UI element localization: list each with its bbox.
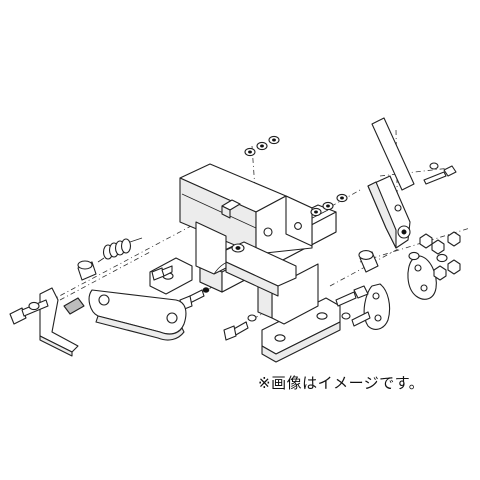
blade-bar [225,241,297,297]
bolt-center-right [335,285,371,327]
bolt-foot-center [223,314,257,341]
bolt-far-left [9,299,49,325]
bolt-body-left [179,287,210,311]
handle-pin-bolt [423,162,457,185]
nut-set-right [408,231,461,281]
main-body-block [179,163,313,275]
side-plate [88,289,187,341]
link-plate-rear [407,255,437,300]
bushing [77,260,97,281]
bolt-mid-left [151,265,173,281]
left-lever [39,287,85,357]
body-top-bolt [221,199,241,219]
torsion-spring [97,237,143,263]
washer-stack-right [310,193,348,217]
image-disclaimer: ※画像はイメージです。 [258,374,425,392]
handle-arm [367,117,415,249]
cylinder-pin [358,250,379,273]
link-plate-front [363,283,391,330]
washer-stack-top [244,135,280,157]
